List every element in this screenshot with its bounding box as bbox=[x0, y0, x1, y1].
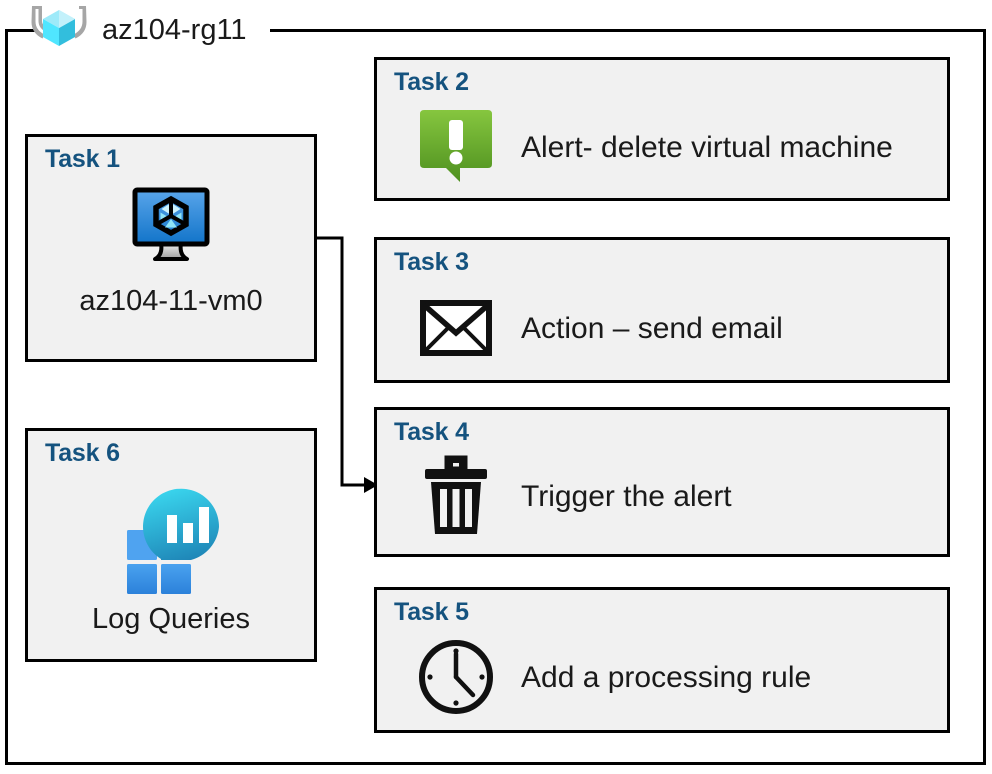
alert-bubble-icon bbox=[420, 110, 492, 182]
task5-label: Task 5 bbox=[394, 598, 469, 626]
resource-group-name: az104-rg11 bbox=[102, 13, 247, 46]
log-analytics-icon bbox=[127, 488, 220, 594]
task6-caption: Log Queries bbox=[92, 603, 250, 635]
task5-icon-wrap bbox=[413, 637, 499, 717]
task6-label: Task 6 bbox=[45, 439, 120, 467]
task4-row: Trigger the alert bbox=[413, 444, 937, 548]
task2-text: Alert- delete virtual machine bbox=[521, 130, 893, 164]
card-task6[interactable]: Task 6 bbox=[25, 428, 317, 662]
task3-row: Action – send email bbox=[413, 282, 937, 374]
card-task5[interactable]: Task 5 Add a processing rule bbox=[374, 587, 950, 733]
task4-label: Task 4 bbox=[394, 418, 469, 446]
task1-caption: az104-11-vm0 bbox=[79, 285, 263, 317]
envelope-icon bbox=[420, 300, 492, 356]
task3-icon-wrap bbox=[413, 300, 499, 356]
resource-group-frame-top-left bbox=[5, 29, 38, 32]
task4-icon-wrap bbox=[413, 454, 499, 538]
card-task3[interactable]: Task 3 Action – send email bbox=[374, 237, 950, 383]
task6-icon-wrap bbox=[28, 483, 314, 595]
task5-text: Add a processing rule bbox=[521, 660, 812, 694]
task2-label: Task 2 bbox=[394, 68, 469, 96]
card-task1[interactable]: Task 1 bbox=[25, 134, 317, 362]
trash-can-icon bbox=[425, 455, 487, 534]
card-task4[interactable]: Task 4 Trigger the alert bbox=[374, 407, 950, 557]
card-task2[interactable]: Task 2 Alert- delete virtual machine bbox=[374, 57, 950, 201]
task3-text: Action – send email bbox=[521, 311, 783, 345]
azure-resource-group-icon bbox=[31, 6, 87, 46]
task2-icon-wrap bbox=[413, 108, 499, 186]
resource-group-header: az104-rg11 bbox=[28, 2, 247, 58]
task4-text: Trigger the alert bbox=[521, 479, 732, 513]
task1-label: Task 1 bbox=[45, 145, 120, 173]
resource-group-frame-top-right bbox=[270, 29, 986, 32]
resource-group-frame bbox=[5, 29, 986, 765]
clock-icon bbox=[419, 640, 493, 714]
task3-label: Task 3 bbox=[394, 248, 469, 276]
task1-icon-wrap bbox=[28, 183, 314, 275]
virtual-machine-icon bbox=[132, 187, 210, 261]
task2-row: Alert- delete virtual machine bbox=[413, 102, 937, 192]
task5-row: Add a processing rule bbox=[413, 630, 937, 724]
